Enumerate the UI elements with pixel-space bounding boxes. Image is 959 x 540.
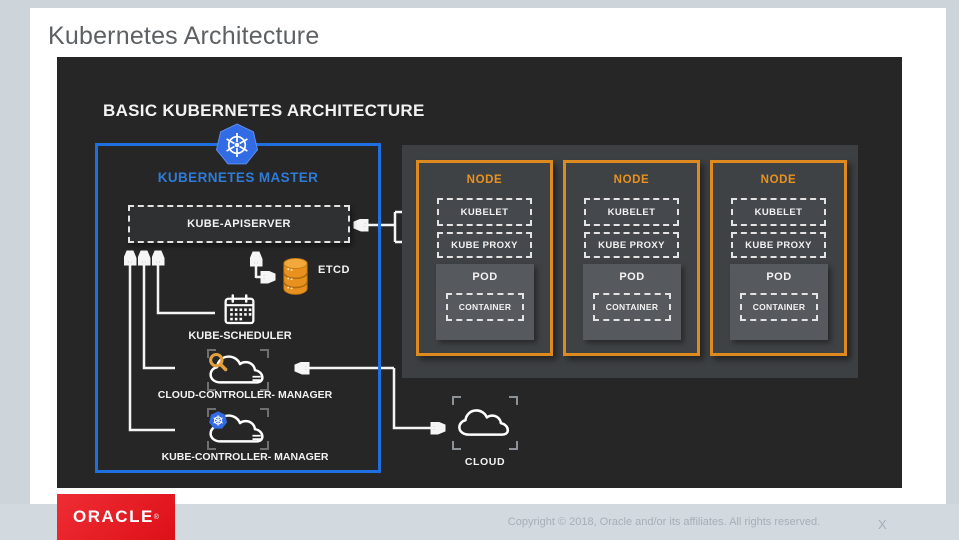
pod-box: POD CONTAINER bbox=[436, 264, 534, 340]
node-title: NODE bbox=[760, 174, 797, 186]
registered-mark: ® bbox=[153, 513, 159, 521]
kubelet-box: KUBELET bbox=[731, 198, 826, 226]
diagram-heading: BASIC KUBERNETES ARCHITECTURE bbox=[103, 101, 425, 120]
oracle-logo: ORACLE® bbox=[57, 494, 175, 540]
container-box: CONTAINER bbox=[593, 293, 671, 321]
cloud-label: CLOUD bbox=[464, 456, 506, 468]
container-box: CONTAINER bbox=[446, 293, 524, 321]
oracle-logo-text: ORACLE bbox=[73, 507, 154, 526]
kubernetes-logo-icon bbox=[215, 123, 259, 165]
kube-proxy-box: KUBE PROXY bbox=[731, 232, 826, 258]
selection-brackets bbox=[207, 408, 269, 450]
selection-brackets bbox=[207, 349, 269, 391]
node-title: NODE bbox=[466, 174, 503, 186]
kube-proxy-box: KUBE PROXY bbox=[584, 232, 679, 258]
etcd-label: ETCD bbox=[318, 264, 350, 276]
kubelet-box: KUBELET bbox=[584, 198, 679, 226]
cloud-magnifier-icon bbox=[207, 349, 269, 391]
pod-box: POD CONTAINER bbox=[730, 264, 828, 340]
kube-controller-manager-label: KUBE-CONTROLLER- MANAGER bbox=[161, 451, 329, 463]
node-box-1: NODE KUBELET KUBE PROXY POD CONTAINER bbox=[416, 160, 553, 356]
selection-brackets bbox=[452, 396, 518, 450]
kube-scheduler-label: KUBE-SCHEDULER bbox=[188, 330, 292, 342]
pod-title: POD bbox=[472, 271, 498, 283]
calendar-icon bbox=[224, 294, 255, 325]
kube-proxy-box: KUBE PROXY bbox=[437, 232, 532, 258]
slide-title: Kubernetes Architecture bbox=[48, 22, 320, 50]
copyright-text: Copyright © 2018, Oracle and/or its affi… bbox=[507, 516, 821, 528]
pod-title: POD bbox=[766, 271, 792, 283]
container-box: CONTAINER bbox=[740, 293, 818, 321]
node-box-2: NODE KUBELET KUBE PROXY POD CONTAINER bbox=[563, 160, 700, 356]
kube-apiserver-box: KUBE-APISERVER bbox=[128, 205, 350, 243]
cloud-kubernetes-icon bbox=[207, 408, 269, 450]
node-title: NODE bbox=[613, 174, 650, 186]
close-button[interactable]: X bbox=[878, 517, 887, 532]
node-box-3: NODE KUBELET KUBE PROXY POD CONTAINER bbox=[710, 160, 847, 356]
cloud-controller-manager-label: CLOUD-CONTROLLER- MANAGER bbox=[157, 389, 333, 401]
pod-box: POD CONTAINER bbox=[583, 264, 681, 340]
kubernetes-master-label: KUBERNETES MASTER bbox=[157, 170, 319, 185]
pod-title: POD bbox=[619, 271, 645, 283]
kubelet-box: KUBELET bbox=[437, 198, 532, 226]
etcd-database-icon bbox=[283, 257, 308, 295]
architecture-diagram: BASIC KUBERNETES ARCHITECTURE KUBERNETES bbox=[57, 57, 902, 488]
cloud-icon bbox=[452, 396, 518, 450]
